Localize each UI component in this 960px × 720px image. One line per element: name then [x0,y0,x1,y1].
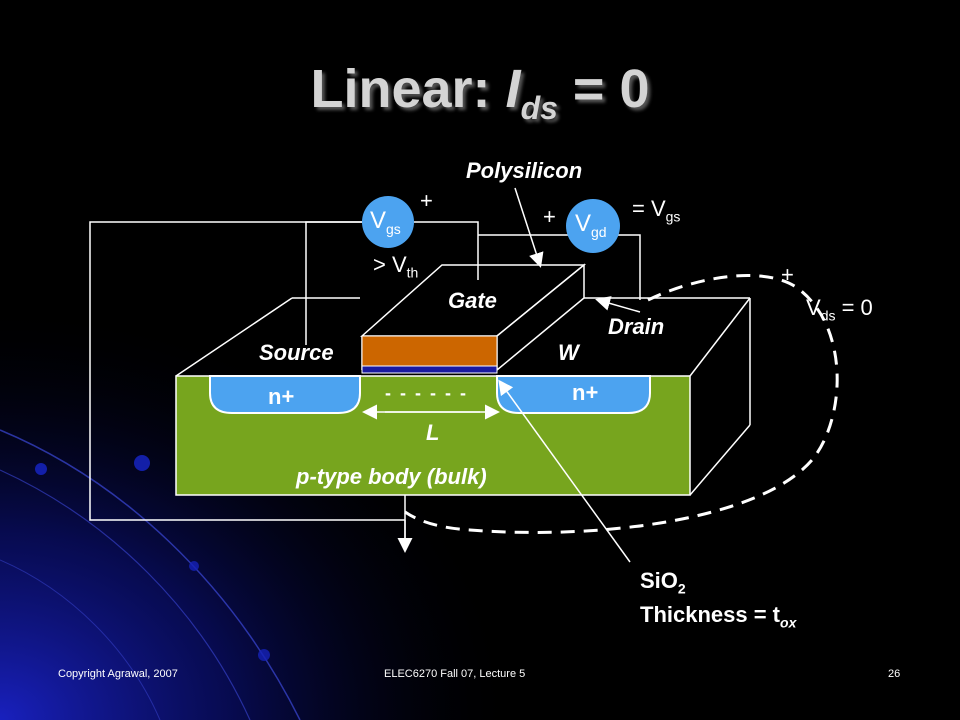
vgs-source-circle [362,196,414,248]
n-plus-right-label: n+ [572,380,599,405]
drain-label: Drain [608,314,665,339]
oxide-layer [361,365,498,374]
length-label: L [426,420,440,445]
thickness-label: Thickness = tox [640,602,797,631]
vgs-label: Vgs [370,207,401,237]
vgs-plus: + [420,188,433,213]
source-label: Source [259,340,334,365]
polysilicon-gate [361,335,498,367]
channel-charge: - - - - - - [385,383,468,403]
vgd-label: Vgd [575,210,607,240]
arrows [362,187,641,563]
bulk-label: p-type body (bulk) [296,464,487,489]
footer-page-number: 26 [888,668,901,680]
gate-label: Gate [448,288,497,313]
n-plus-source-region [209,375,361,414]
vgd-plus: + [543,204,556,229]
vth-label: > Vth [373,252,419,281]
vds-plus: + [781,262,794,287]
sio2-label: SiO2 [640,568,686,597]
width-label: W [558,340,579,365]
vds-dashed-loop [404,274,839,534]
polysilicon-label: Polysilicon [466,158,583,183]
n-plus-drain-region [496,375,651,414]
n-plus-left-label: n+ [268,384,295,409]
footer-copyright: Copyright Agrawal, 2007 [58,668,178,680]
footer-course: ELEC6270 Fall 07, Lecture 5 [384,668,526,680]
vgd-source-circle [566,199,620,253]
slide-title: Linear: Ids = 0 [310,59,650,126]
vds-label: Vds = 0 [806,295,873,324]
circuit-wires [89,221,641,550]
eq-vgs-label: = Vgs [632,196,681,225]
